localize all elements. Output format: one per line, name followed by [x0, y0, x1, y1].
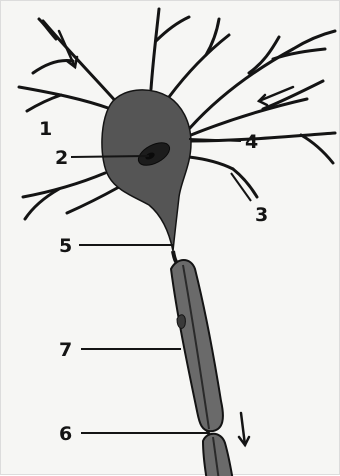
label-1: 1 [39, 118, 52, 140]
dendrite [273, 49, 325, 59]
label-7: 7 [59, 339, 72, 361]
dendrite [67, 187, 119, 213]
dendrite [189, 157, 233, 169]
cell-body [102, 90, 191, 251]
dendrite [156, 17, 189, 41]
dendrite [151, 9, 159, 89]
label-5: 5 [59, 235, 72, 257]
arrow-icon [239, 413, 249, 445]
label-2: 2 [55, 147, 68, 169]
leader-line-2 [71, 156, 149, 157]
dendrite [191, 99, 307, 135]
schwann-nucleus [177, 315, 185, 329]
dendrite [23, 173, 105, 197]
dendrite [27, 95, 61, 111]
label-6: 6 [59, 423, 72, 445]
dendrite [301, 135, 333, 163]
dendrite [293, 31, 335, 49]
label-3: 3 [255, 204, 268, 226]
dendrite [19, 87, 111, 109]
label-4: 4 [245, 131, 258, 153]
dendrite [169, 35, 229, 97]
dendrite [39, 19, 56, 39]
